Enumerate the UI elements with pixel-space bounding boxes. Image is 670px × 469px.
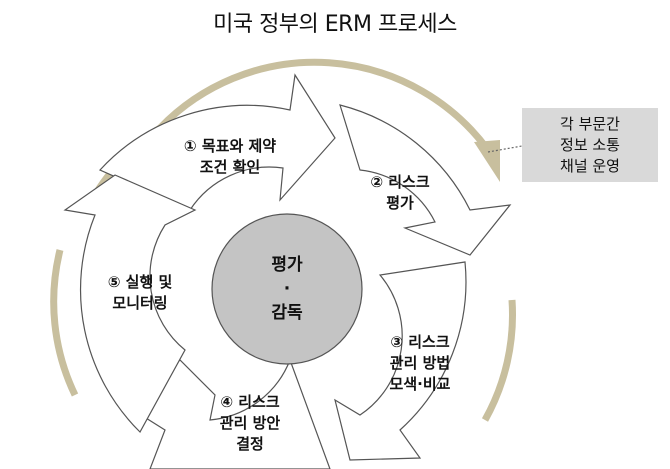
step4-label-line1: ④ 리스크 [220, 393, 280, 411]
note-line1: 각 부문간 [560, 115, 620, 133]
step3-label-line1: ③ 리스크 [390, 333, 450, 351]
step5-label-line2: 모니터링 [112, 294, 168, 312]
note-line3: 채널 운영 [560, 157, 620, 175]
step4-label-line2: 관리 방안 [219, 414, 281, 432]
outer-cycle-ring [157, 58, 491, 153]
step5-label-line1: ⑤ 실행 및 [107, 273, 173, 291]
center-label-line1: 평가 [271, 255, 303, 275]
step5-label: ⑤ 실행 및 모니터링 [85, 272, 195, 314]
step3-label-line3: 모색·비교 [389, 375, 451, 393]
note-line2: 정보 소통 [560, 136, 620, 154]
outer-cycle-arrowhead [474, 140, 500, 182]
center-label-line3: 감독 [271, 303, 303, 323]
step5-arrow [63, 174, 197, 433]
step1-label-line2: 조건 확인 [199, 158, 261, 176]
note-connector [487, 145, 523, 153]
step3-arrow [334, 261, 467, 461]
diagram-title: 미국 정부의 ERM 프로세스 [213, 12, 457, 37]
communication-note-box: 각 부문간 정보 소통 채널 운영 [522, 108, 658, 182]
step2-label-line2: 평가 [386, 194, 414, 212]
step4-label: ④ 리스크 관리 방안 결정 [195, 392, 305, 455]
center-circle [211, 213, 363, 365]
step2-arrow [339, 104, 512, 256]
step3-label-line2: 관리 방법 [389, 354, 451, 372]
step2-label: ② 리스크 평가 [345, 172, 455, 214]
step1-arrow [98, 73, 336, 211]
step4-label-line3: 결정 [236, 435, 264, 453]
outer-cycle-ring-left [50, 249, 79, 397]
outer-cycle-ring-right [481, 299, 516, 422]
step3-label: ③ 리스크 관리 방법 모색·비교 [365, 332, 475, 395]
step1-label-line1: ① 목표와 제약 [183, 137, 277, 155]
step1-label: ① 목표와 제약 조건 확인 [160, 136, 300, 178]
center-label-line2: · [283, 279, 291, 299]
center-label: 평가 · 감독 [237, 253, 337, 325]
step2-label-line1: ② 리스크 [370, 173, 430, 191]
